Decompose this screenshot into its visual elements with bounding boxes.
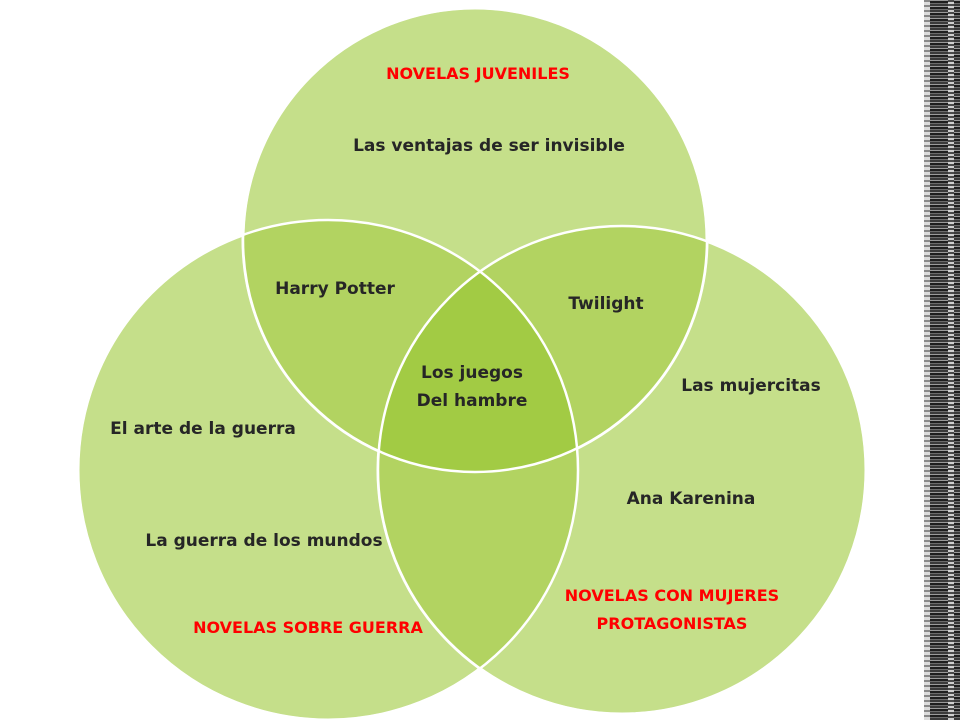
overlap-label-harry-potter: Harry Potter [275, 279, 395, 299]
decorative-border-strip [924, 0, 960, 720]
item-la-guerra-de-los-mundos: La guerra de los mundos [145, 531, 382, 551]
overlap-all-three [378, 226, 578, 472]
category-novelas-sobre-guerra: NOVELAS SOBRE GUERRA [193, 618, 423, 637]
item-las-mujercitas: Las mujercitas [681, 376, 821, 396]
overlap-label-all-line2: Del hambre [417, 391, 528, 411]
outline-juveniles [241, 6, 709, 474]
overlap-label-twilight: Twilight [568, 294, 643, 314]
item-ana-karenina: Ana Karenina [627, 489, 756, 509]
category-novelas-con-mujeres-line1: NOVELAS CON MUJERES [565, 586, 779, 605]
overlap-label-all-line1: Los juegos [421, 363, 523, 383]
item-el-arte-de-la-guerra: El arte de la guerra [110, 419, 296, 439]
category-novelas-con-mujeres-line2: PROTAGONISTAS [597, 614, 748, 633]
outline-mujeres [376, 224, 868, 716]
category-novelas-juveniles: NOVELAS JUVENILES [386, 64, 570, 83]
item-las-ventajas-de-ser-invisible: Las ventajas de ser invisible [353, 136, 625, 156]
